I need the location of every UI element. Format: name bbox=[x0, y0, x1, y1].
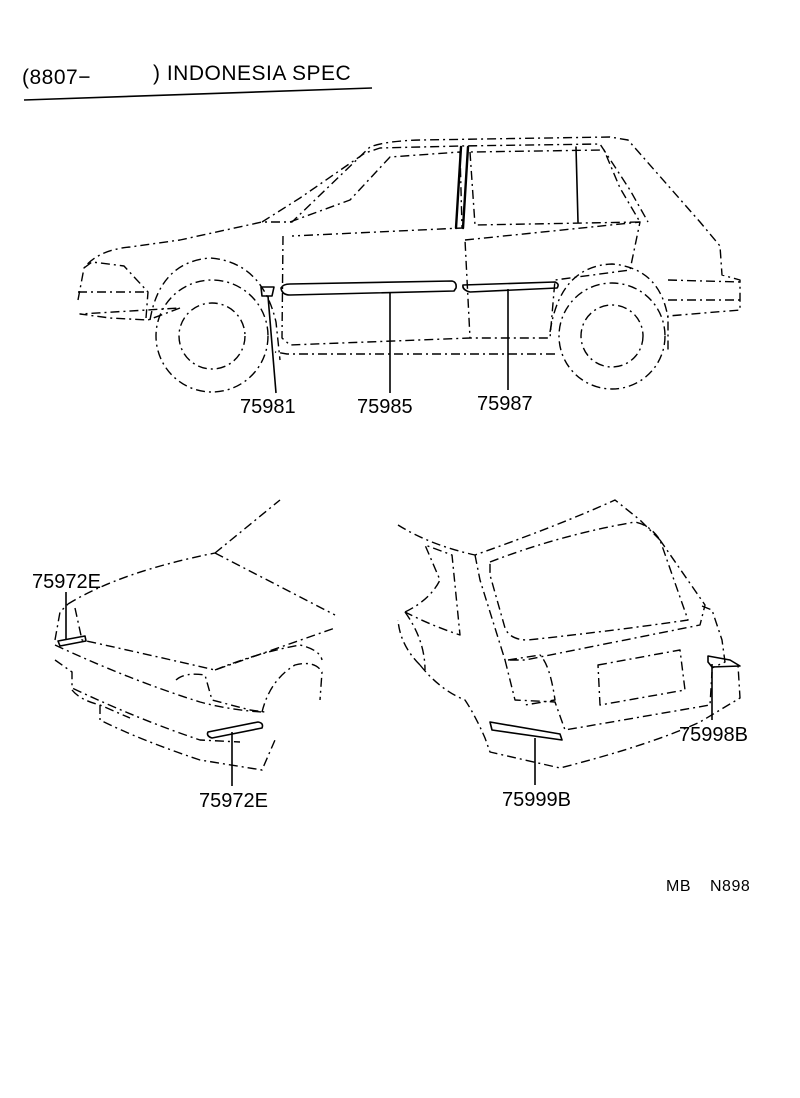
header-underline bbox=[23, 87, 373, 101]
car-side-door-lines bbox=[281, 221, 641, 346]
car-front-hood bbox=[67, 552, 336, 671]
part-number-75987: 75987 bbox=[477, 393, 533, 415]
part-number-75998b: 75998B bbox=[679, 724, 748, 746]
car-side-window-frame bbox=[261, 143, 649, 237]
drawing-code-right: N898 bbox=[710, 878, 750, 895]
car-rear-lamp-left bbox=[507, 654, 556, 706]
drawing-code-left: MB bbox=[666, 878, 691, 895]
car-side-b-pillar-inner bbox=[461, 145, 470, 230]
car-side-body-outline bbox=[77, 136, 741, 355]
car-front-wheel-arch bbox=[261, 662, 323, 713]
part-fender-emblem bbox=[260, 286, 275, 297]
car-rear-wheel-arch bbox=[397, 611, 426, 671]
part-rear-door-molding bbox=[462, 281, 559, 293]
car-rear-hatch-glass bbox=[489, 521, 689, 641]
car-front-grille bbox=[54, 603, 263, 743]
car-side-rear-rim bbox=[580, 304, 644, 368]
part-number-75972e-bottom: 75972E bbox=[199, 790, 268, 812]
header-title-end: ) INDONESIA SPEC bbox=[153, 62, 351, 85]
car-rear-roof bbox=[397, 499, 661, 556]
car-rear-hatch bbox=[474, 539, 713, 731]
part-number-75981: 75981 bbox=[240, 396, 296, 418]
drawing-code: MB N898 bbox=[666, 878, 750, 895]
car-rear-body-side bbox=[419, 664, 741, 769]
diagram-header: (8807− ) INDONESIA SPEC bbox=[22, 62, 373, 101]
car-rear-lamp-right bbox=[701, 605, 726, 669]
car-front-view: 75972E 75972E bbox=[32, 499, 336, 812]
car-side-c-pillar bbox=[575, 146, 579, 223]
part-front-corner-molding-left bbox=[57, 635, 87, 647]
car-side-front-wheel-arch bbox=[149, 257, 281, 361]
car-rear-view: 75999B 75998B bbox=[397, 499, 748, 811]
car-side-rear-tire bbox=[558, 282, 666, 390]
car-side-rear-wheel-arch bbox=[549, 263, 669, 333]
part-number-75972e-top: 75972E bbox=[32, 571, 101, 593]
car-side-rear-window bbox=[469, 149, 641, 226]
part-rear-corner-molding-left bbox=[489, 721, 563, 741]
leader-75981 bbox=[267, 295, 277, 394]
car-side-front-tire bbox=[155, 279, 269, 393]
car-side-b-pillar bbox=[454, 145, 463, 230]
part-number-75985: 75985 bbox=[357, 396, 413, 418]
part-rear-corner-molding-right bbox=[707, 655, 741, 668]
car-front-bumper bbox=[71, 689, 276, 771]
car-rear-license-recess bbox=[597, 649, 686, 706]
car-side-front-lamp bbox=[78, 261, 149, 319]
car-side-view: 75981 75985 75987 bbox=[77, 136, 741, 418]
part-number-75999b: 75999B bbox=[502, 789, 571, 811]
part-front-corner-molding-right bbox=[206, 721, 264, 739]
car-side-rear-bumper bbox=[667, 279, 741, 301]
car-side-front-rim bbox=[178, 302, 246, 370]
part-front-door-molding bbox=[280, 280, 457, 296]
car-front-windshield-edge bbox=[214, 499, 336, 616]
car-rear-side-window bbox=[404, 544, 461, 636]
car-front-fender bbox=[175, 644, 323, 713]
header-title-start: (8807− bbox=[22, 66, 91, 89]
